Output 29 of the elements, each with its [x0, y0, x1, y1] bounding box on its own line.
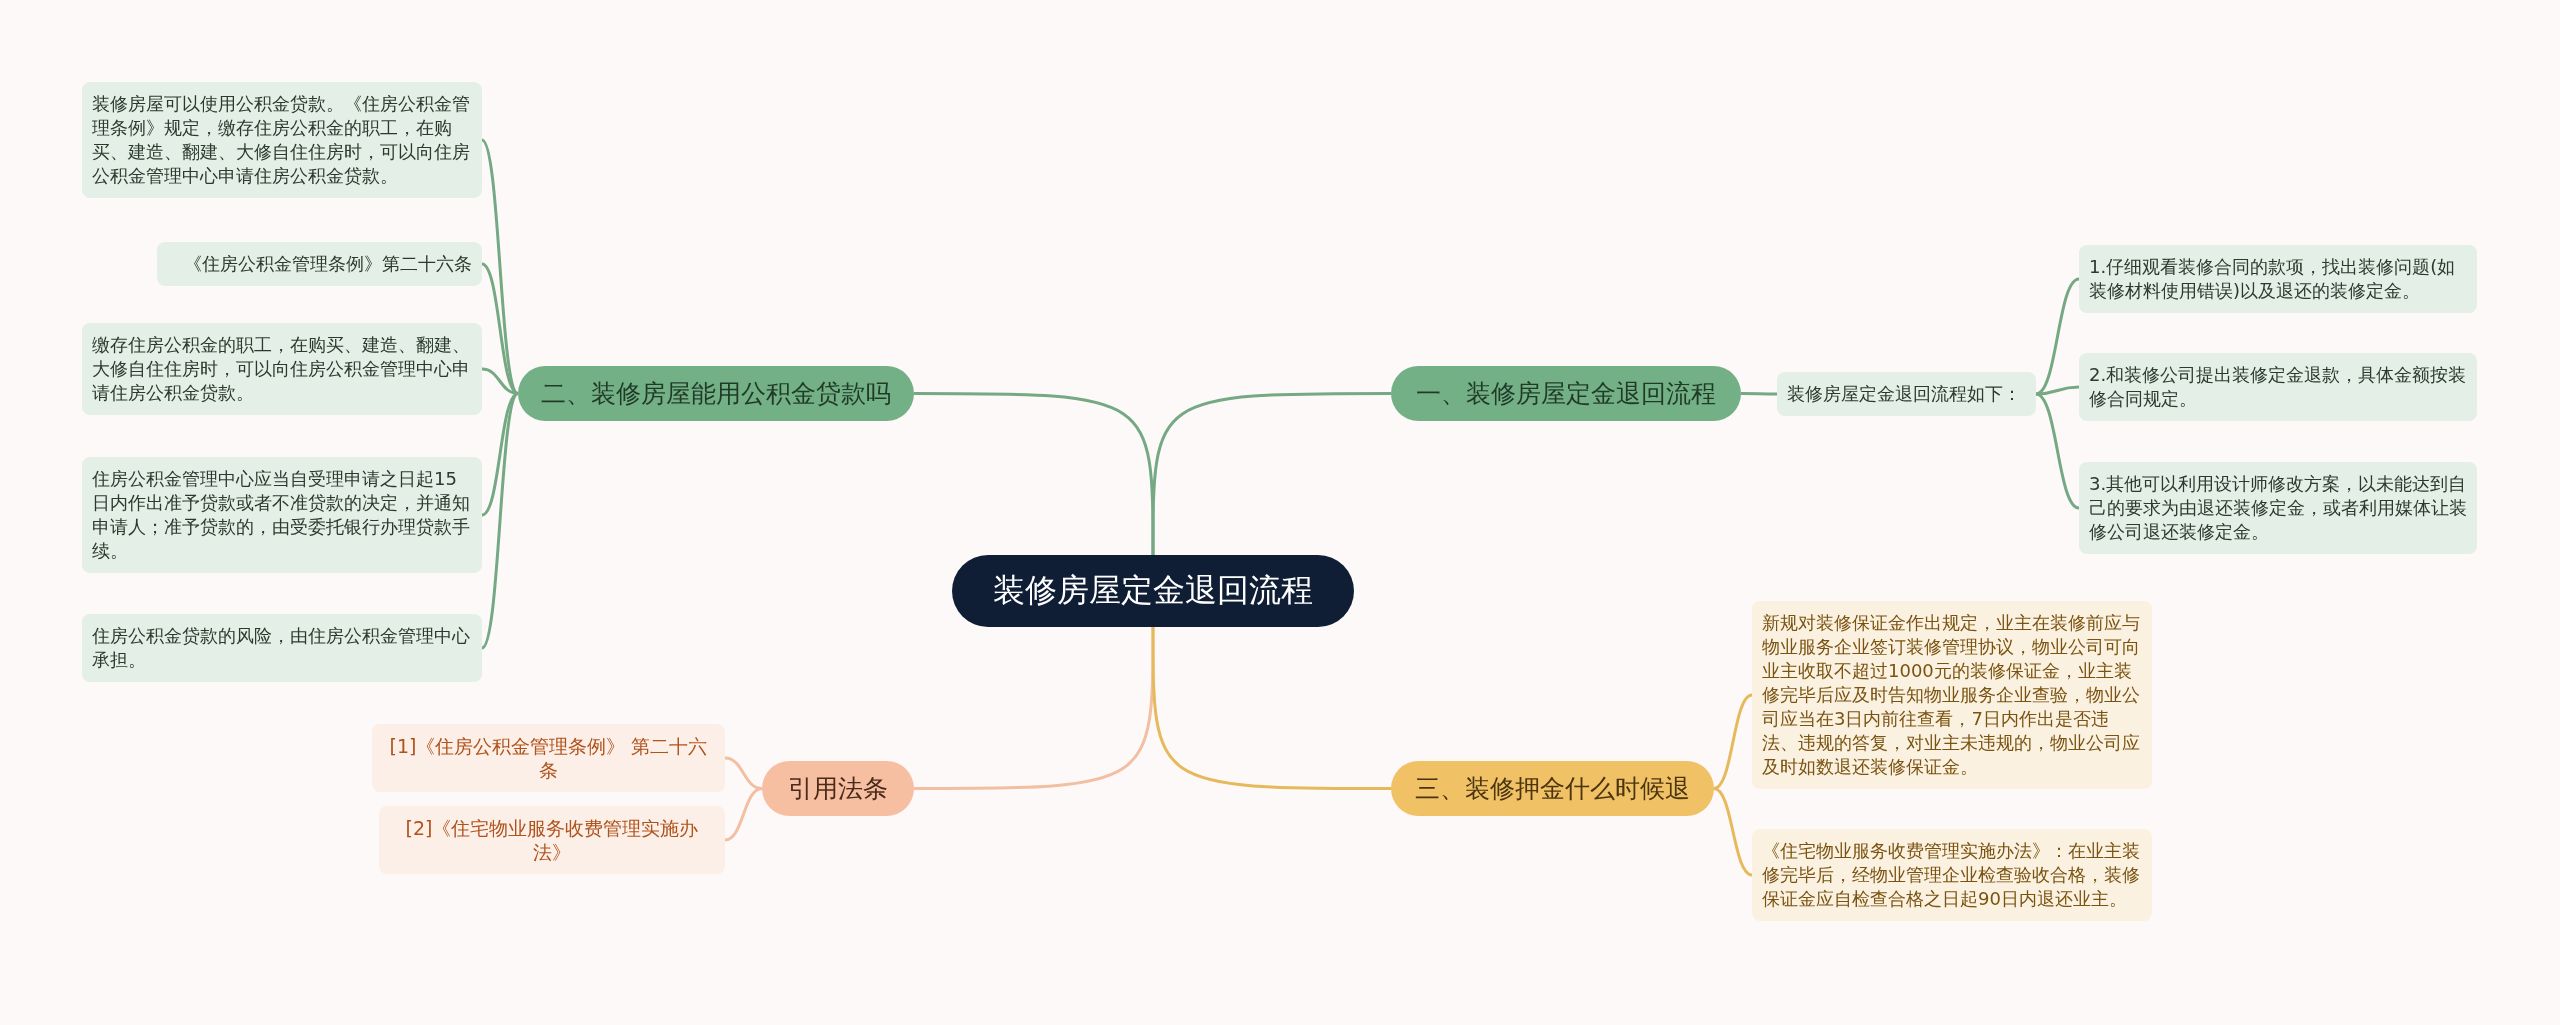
connector-line: [1713, 693, 1753, 790]
connector-line: [914, 627, 1155, 790]
connector-line: [481, 262, 519, 395]
branch-topic: 二、装修房屋能用公积金贷款吗: [518, 366, 914, 421]
connector-line: [914, 392, 1155, 555]
connector-line: [1713, 787, 1753, 877]
connector-line: [2035, 392, 2080, 510]
connector-line: [480, 392, 520, 649]
leaf-topic: 住房公积金管理中心应当自受理申请之日起15日内作出准予贷款或者不准贷款的决定，并通知申请人；准予贷款的，由受委托银行办理贷款手续。: [82, 457, 482, 573]
root-topic: 装修房屋定金退回流程: [952, 555, 1354, 627]
leaf-topic: 新规对装修保证金作出规定，业主在装修前应与物业服务企业签订装修管理协议，物业公司可向业主收取不超过1000元的装修保证金，业主装修完毕后应及时告知物业服务企业查验，物业公司应当在3日内前往查看，7日内作出是否违法、违规的答复，对业主未违规的，物业公司应及时如数退还装修保证金。: [1752, 601, 2152, 789]
connector-line: [1741, 392, 1777, 396]
branch-topic: 一、装修房屋定金退回流程: [1391, 366, 1741, 421]
leaf-topic: 3.其他可以利用设计师修改方案，以未能达到自己的要求为由退还装修定金，或者利用媒体让装修公司退还装修定金。: [2079, 462, 2477, 554]
leaf-topic: 《住房公积金管理条例》第二十六条: [157, 242, 482, 286]
leaf-topic: 装修房屋可以使用公积金贷款。《住房公积金管理条例》规定，缴存住房公积金的职工，在购买、建造、翻建、大修自住住房时，可以向住房公积金管理中心申请住房公积金贷款。: [82, 82, 482, 198]
branch-topic: 引用法条: [762, 761, 914, 816]
leaf-topic: 《住宅物业服务收费管理实施办法》：在业主装修完毕后，经物业管理企业检查验收合格，装修保证金应自检查合格之日起90日内退还业主。: [1752, 829, 2152, 921]
leaf-topic: 缴存住房公积金的职工，在购买、建造、翻建、大修自住住房时，可以向住房公积金管理中心申请住房公积金贷款。: [82, 323, 482, 415]
reference-item: [2]《住宅物业服务收费管理实施办法》: [379, 806, 725, 874]
branch-topic: 三、装修押金什么时候退: [1391, 761, 1714, 816]
sub-topic: 装修房屋定金退回流程如下：: [1777, 372, 2036, 416]
connector-line: [1151, 627, 1391, 790]
reference-item: [1]《住房公积金管理条例》 第二十六条: [372, 724, 725, 792]
leaf-topic: 2.和装修公司提出装修定金退款，具体金额按装修合同规定。: [2079, 353, 2477, 421]
connector-line: [2035, 385, 2080, 396]
leaf-topic: 住房公积金贷款的风险，由住房公积金管理中心承担。: [82, 614, 482, 682]
leaf-topic: 1.仔细观看装修合同的款项，找出装修问题(如装修材料使用错误)以及退还的装修定金。: [2079, 245, 2477, 313]
connector-line: [724, 787, 763, 842]
